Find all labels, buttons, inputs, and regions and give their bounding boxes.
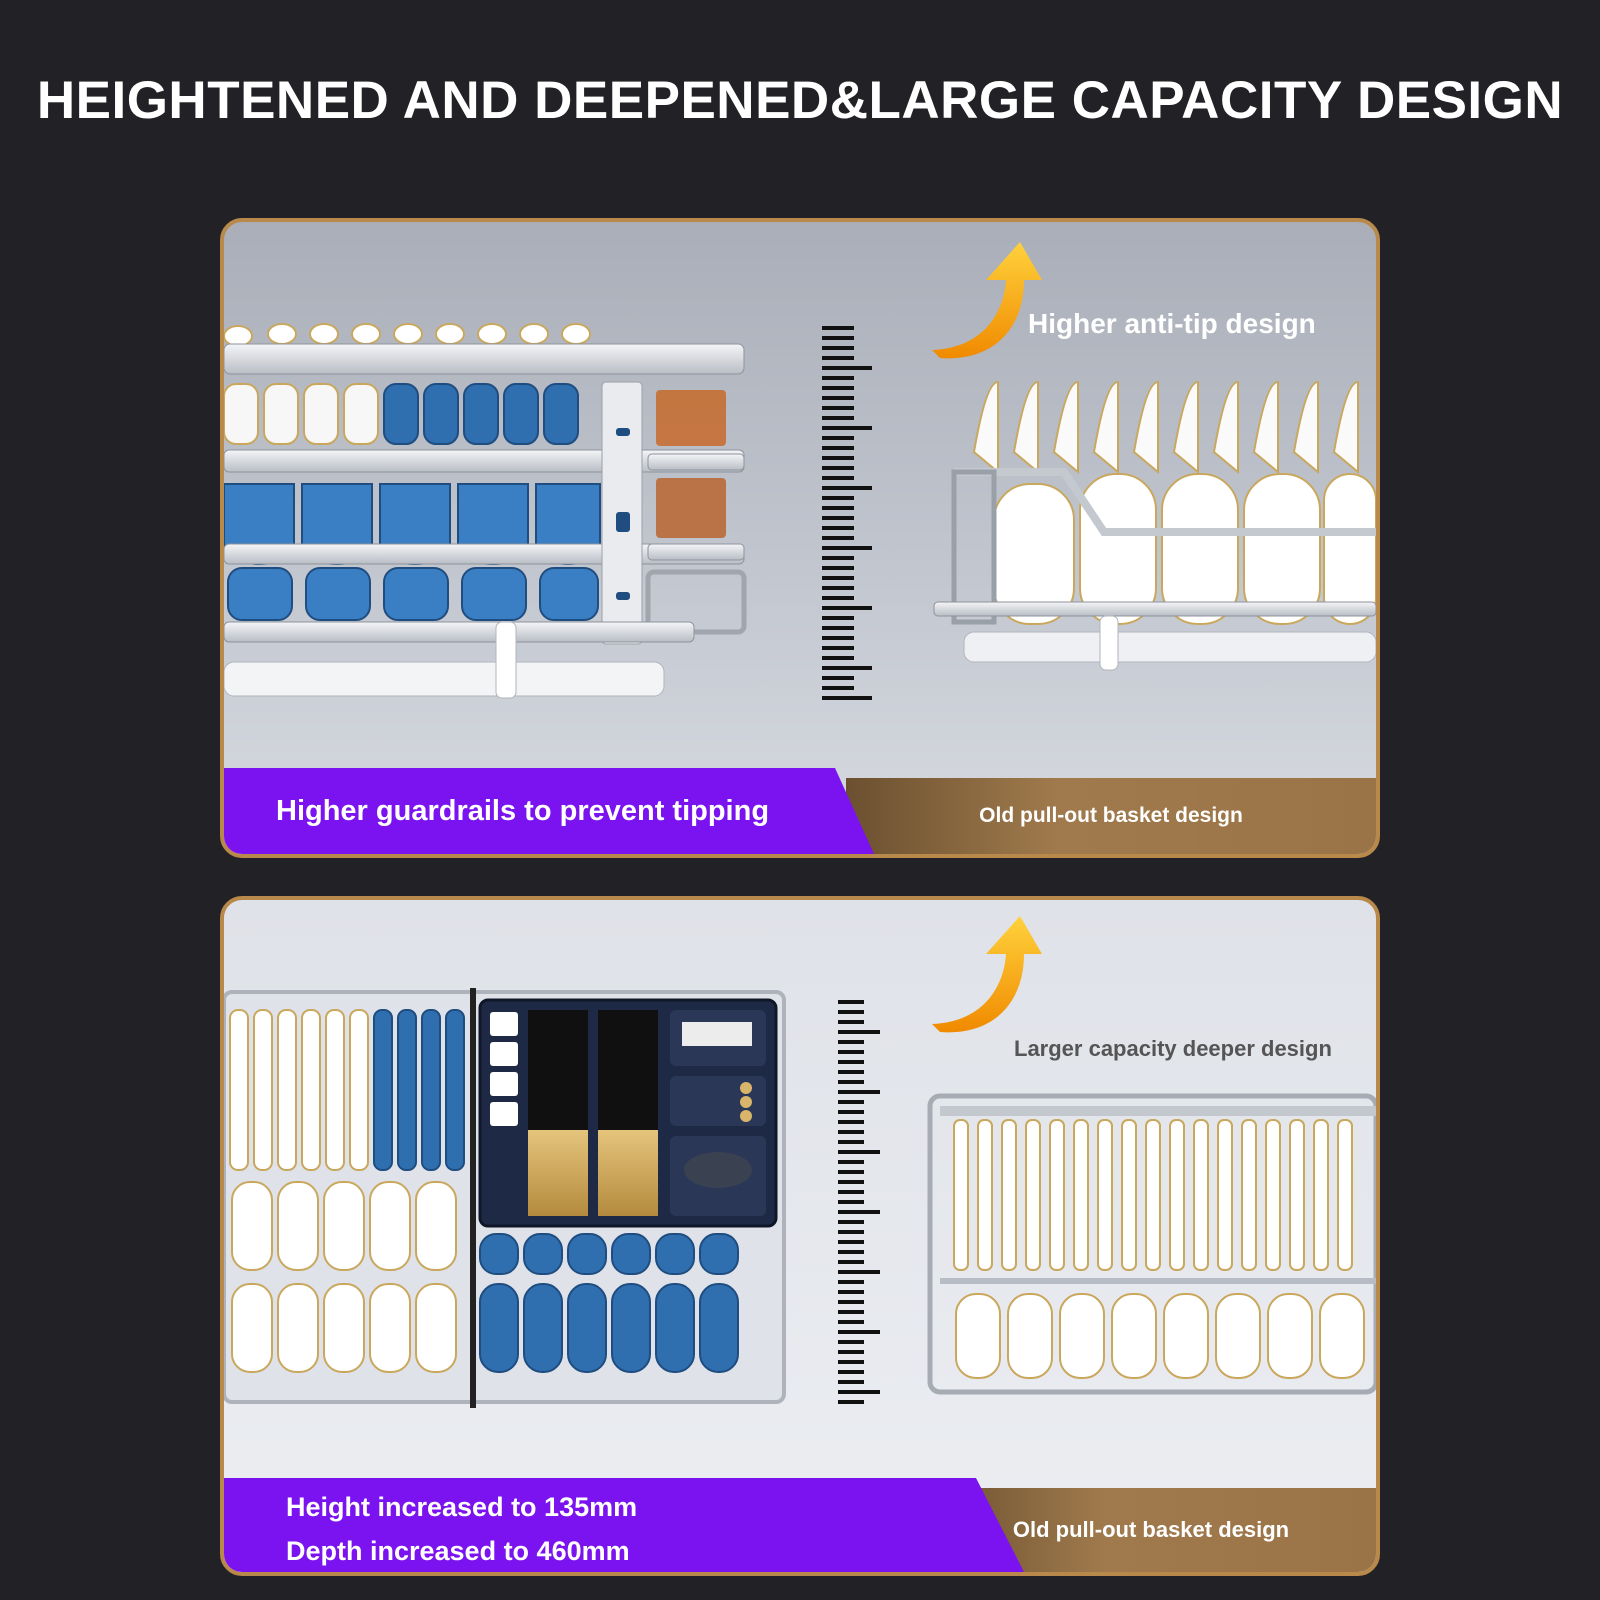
comparison-panel-depth: Larger capacity deeper design Old pull-o… [220, 896, 1380, 1576]
height-ruler [822, 326, 872, 700]
up-arrow-icon [932, 242, 1042, 359]
panel-illustration [224, 242, 1376, 700]
caption-new-design: Higher guardrails to prevent tipping [224, 768, 874, 854]
old-rack [933, 380, 1376, 671]
callout-anti-tip: Higher anti-tip design [1028, 308, 1316, 339]
caption-height-line: Height increased to 135mm [286, 1492, 638, 1522]
caption-depth-line: Depth increased to 460mm [286, 1536, 630, 1566]
callout-larger-capacity: Larger capacity deeper design [1014, 1036, 1332, 1061]
new-rack [224, 323, 747, 699]
panel-illustration [224, 916, 1376, 1408]
new-deep-rack [224, 988, 786, 1408]
depth-ruler [838, 1000, 880, 1404]
up-arrow-icon [932, 916, 1042, 1033]
old-shallow-rack [927, 1093, 1376, 1395]
comparison-panel-height: Higher anti-tip design Old pull-out bask… [220, 218, 1380, 858]
caption-old-design: Old pull-out basket design [846, 778, 1376, 854]
page-headline: HEIGHTENED AND DEEPENED&LARGE CAPACITY D… [36, 71, 1564, 130]
caption-new-design: Height increased to 135mm Depth increase… [224, 1478, 1024, 1572]
